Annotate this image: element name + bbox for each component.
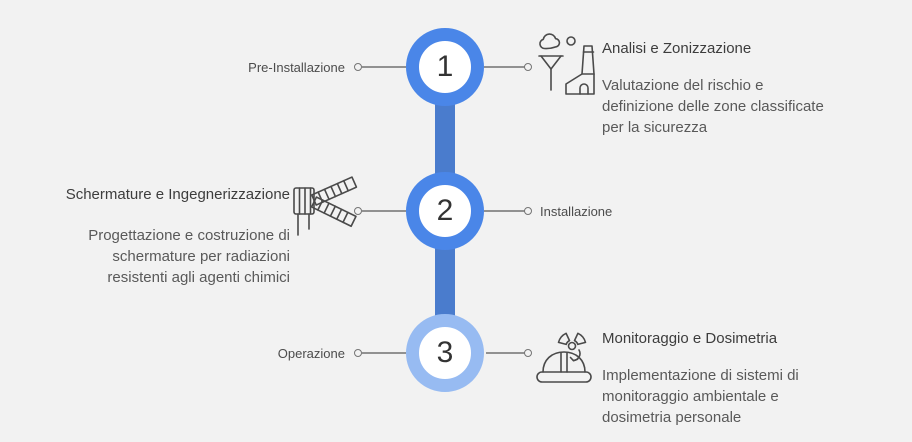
connector-line-step3-left [362, 352, 406, 354]
step-3-side-label: Operazione [277, 346, 345, 361]
connector-line-step2-right [484, 210, 525, 212]
step-3-title: Monitoraggio e Dosimetria [602, 330, 778, 347]
factory-analysis-icon [538, 33, 595, 95]
step-3-circle: 3 [406, 314, 484, 392]
connector-line-step2-left [362, 210, 406, 212]
connector-dot-step2-right [524, 207, 532, 215]
step-2-number: 2 [436, 194, 454, 227]
hardhat-radiation-icon [536, 332, 592, 383]
connector-dot-step1-right [524, 63, 532, 71]
connector-dot-step1-left [354, 63, 362, 71]
connector-line-step1-right [484, 66, 525, 68]
step-1-side-label: Pre-Installazione [248, 60, 345, 75]
step-1-circle: 1 [406, 28, 484, 106]
step-1-number: 1 [436, 50, 454, 83]
radiation-shielding-icon [293, 176, 358, 236]
step-3-description: Implementazione di sistemi di monitoragg… [602, 367, 799, 426]
step-2-circle: 2 [406, 172, 484, 250]
connector-dot-step2-left [354, 207, 362, 215]
step-3-text-block: Monitoraggio e Dosimetria Implementazion… [602, 329, 864, 428]
step-2-text-block: Schermature e Ingegnerizzazione Progetta… [28, 185, 290, 288]
connector-line-step1-left [362, 66, 406, 68]
step-2-description: Progettazione e costruzione di schermatu… [88, 227, 290, 286]
connector-line-step3-right [486, 352, 525, 354]
step-2-title: Schermature e Ingegnerizzazione [65, 186, 290, 203]
step-3-number: 3 [436, 336, 454, 369]
step-1-text-block: Analisi e Zonizzazione Valutazione del r… [602, 39, 864, 138]
step-1-title: Analisi e Zonizzazione [602, 40, 752, 57]
connector-dot-step3-left [354, 349, 362, 357]
step-2-side-label: Installazione [540, 204, 613, 219]
step-1-description: Valutazione del rischio e definizione de… [602, 77, 824, 136]
connector-dot-step3-right [524, 349, 532, 357]
